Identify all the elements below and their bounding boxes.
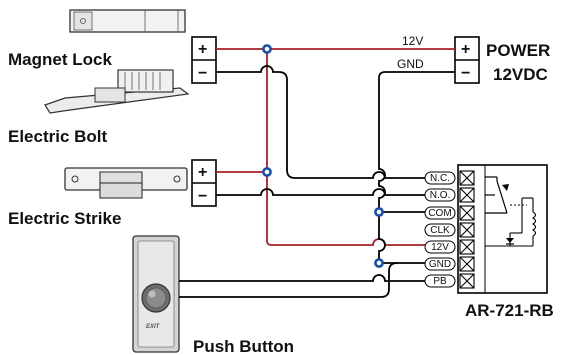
wire-label-12v: 12V (402, 34, 423, 48)
exit-text: EXIT (146, 324, 161, 330)
pin-label-no: N.O. (430, 190, 451, 201)
electric-strike-label: Electric Strike (8, 209, 121, 228)
pin-label-com: COM (428, 208, 451, 219)
power-voltage: 12VDC (493, 65, 548, 84)
screw-terminals (459, 170, 475, 289)
power-supply-terminal: + − (454, 36, 480, 84)
strike-terminal-minus: − (198, 188, 207, 205)
magnet-lock-image (69, 9, 186, 33)
strike-terminal-block: + − (191, 159, 217, 207)
push-button-image (132, 235, 180, 353)
pin-label-12v: 12V (431, 242, 449, 253)
black-wires (179, 65, 455, 298)
electric-bolt-label: Electric Bolt (8, 127, 108, 146)
lock-terminal-minus: − (198, 65, 207, 82)
electric-bolt-image (44, 69, 190, 114)
power-title: POWER (486, 41, 550, 60)
magnet-lock-label: Magnet Lock (8, 50, 112, 69)
lock-terminal-block: + − (191, 36, 217, 84)
pin-label-gnd: GND (429, 259, 451, 270)
lock-terminal-plus: + (198, 41, 207, 58)
junction-dot-gnd (374, 258, 384, 268)
positive-wires (216, 48, 455, 246)
controller-model-label: AR-721-RB (465, 301, 554, 320)
junction-dots (262, 44, 384, 268)
push-button-label: Push Button (193, 337, 294, 355)
junction-dot-strike-pos (262, 167, 272, 177)
power-terminal-plus: + (461, 41, 470, 58)
power-terminal-minus: − (461, 65, 470, 82)
junction-dot-com (374, 207, 384, 217)
junction-dot-lock-pos (262, 44, 272, 54)
pin-label-pb: PB (433, 276, 447, 287)
pin-label-nc: N.C. (430, 173, 450, 184)
wire-label-gnd: GND (397, 57, 424, 71)
electric-strike-image (64, 167, 188, 199)
pin-label-clk: CLK (430, 225, 450, 236)
pin-labels: N.C. N.O. COM CLK 12V GND PB (424, 171, 456, 288)
strike-terminal-plus: + (198, 164, 207, 181)
